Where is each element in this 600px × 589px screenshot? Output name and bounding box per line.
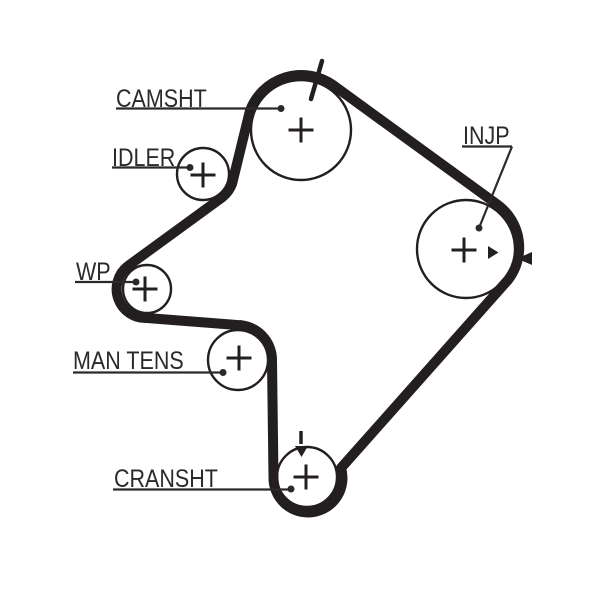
leader-lines bbox=[73, 107, 514, 491]
injection-pump-leader-dot bbox=[475, 224, 483, 232]
belt-alignment-arrow-right-icon bbox=[488, 246, 499, 259]
water-pump-center-mark bbox=[132, 276, 158, 302]
idler-leader-dot bbox=[186, 164, 194, 171]
center-marks bbox=[132, 117, 477, 490]
crankshaft-timing-mark bbox=[295, 431, 308, 457]
crankshaft-leader-dot bbox=[287, 485, 295, 493]
water-pump-label: WP bbox=[76, 258, 111, 286]
crankshaft-label: CRANSHT bbox=[114, 465, 218, 493]
manual-tensioner-label: MAN TENS bbox=[73, 347, 184, 375]
belt-alignment-arrow-left-icon bbox=[517, 252, 532, 265]
camshaft-leader-dot bbox=[277, 105, 285, 112]
manual-tensioner-leader-dot bbox=[219, 369, 227, 376]
camshaft-timing-mark bbox=[308, 58, 325, 102]
injection-pump-center-mark bbox=[451, 237, 477, 263]
crankshaft-center-mark bbox=[293, 464, 319, 490]
idler-center-mark bbox=[190, 162, 216, 188]
injection-pump-leader-line bbox=[477, 146, 514, 229]
timing-belt bbox=[111, 70, 525, 518]
idler-label: IDLER bbox=[112, 144, 176, 172]
injection-pump-label: INJP bbox=[463, 122, 510, 150]
camshaft-center-mark bbox=[288, 117, 314, 143]
water-pump-leader-dot bbox=[132, 278, 140, 286]
manual-tensioner-center-mark bbox=[226, 345, 252, 371]
camshaft-label: CAMSHT bbox=[116, 85, 207, 113]
leader-dots bbox=[132, 105, 483, 493]
